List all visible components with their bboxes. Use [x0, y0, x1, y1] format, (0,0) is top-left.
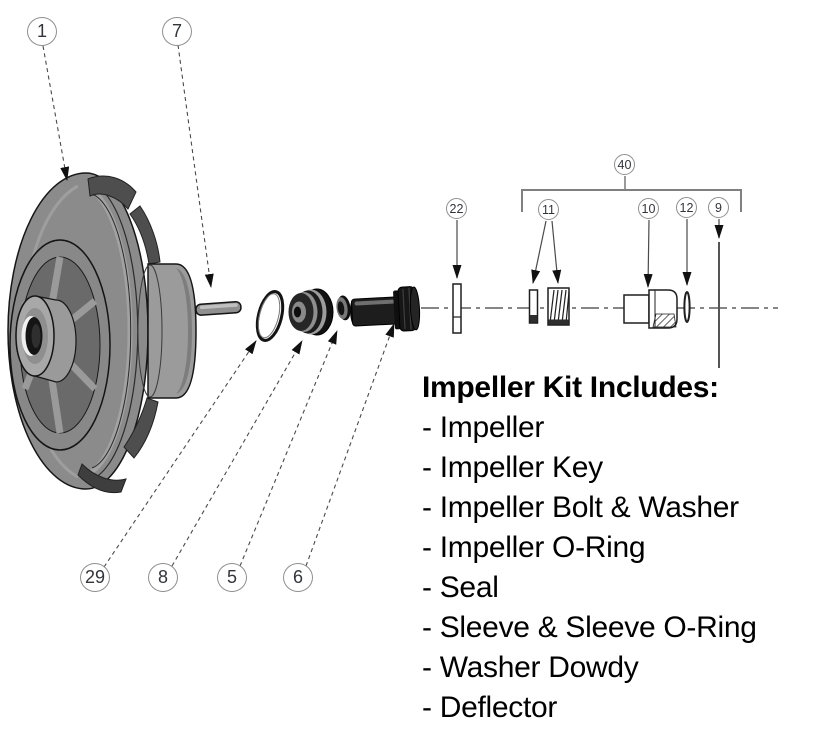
kit-title: Impeller Kit Includes:: [422, 371, 719, 404]
callout-6: 6: [283, 563, 313, 592]
callout-10: 10: [638, 198, 659, 219]
callout-7: 7: [162, 17, 192, 46]
kit-item: - Impeller O-Ring: [422, 531, 646, 564]
kit-item: - Impeller Bolt & Washer: [422, 491, 739, 524]
washer-drawing: [336, 295, 351, 321]
callout-1: 1: [27, 17, 57, 46]
callout-9: 9: [708, 197, 729, 218]
callout-5: 5: [217, 563, 247, 592]
leader-seal-seat: [531, 220, 547, 284]
impeller-oring-drawing: [255, 290, 285, 342]
seal-drawing: [288, 288, 334, 336]
kit-item: - Washer Dowdy: [422, 651, 639, 684]
seal-seat-drawing: [528, 289, 539, 324]
seal-spring-drawing: [547, 287, 570, 326]
kit-item: - Sleeve & Sleeve O-Ring: [422, 611, 757, 644]
leader-bolt: [305, 323, 395, 567]
kit-group-bracket: [521, 176, 742, 212]
kit-item: - Impeller: [422, 411, 545, 444]
leader-sleeve: [643, 219, 653, 288]
kit-item: - Deflector: [422, 691, 558, 724]
callout-8: 8: [148, 563, 178, 592]
leader-impeller: [42, 45, 70, 181]
kit-item: - Seal: [422, 571, 499, 604]
callout-22: 22: [446, 198, 467, 219]
impeller-window-bottom: [77, 463, 127, 494]
impeller-key-drawing: [195, 300, 242, 316]
deflector-drawing: [452, 283, 462, 334]
callout-11: 11: [538, 199, 559, 220]
callout-29: 29: [80, 563, 110, 592]
impeller-rim-arc-inner: [91, 193, 132, 469]
kit-list: Impeller Kit Includes: - Impeller - Impe…: [422, 368, 757, 728]
impeller-window-top: [87, 175, 137, 210]
leader-washer: [239, 330, 338, 567]
leader-seal-spring: [551, 220, 562, 284]
leader-oring: [103, 340, 257, 568]
leader-seal: [171, 340, 303, 567]
impeller-window-lower: [123, 397, 159, 459]
sleeve-drawing: [623, 289, 678, 329]
kit-item: - Impeller Key: [422, 451, 603, 484]
callout-40: 40: [614, 154, 635, 175]
callout-12: 12: [676, 197, 697, 218]
leader-key: [177, 44, 214, 288]
sleeve-oring-drawing: [683, 291, 691, 323]
impeller-drawing: [7, 172, 197, 494]
bolt-drawing: [350, 286, 421, 332]
